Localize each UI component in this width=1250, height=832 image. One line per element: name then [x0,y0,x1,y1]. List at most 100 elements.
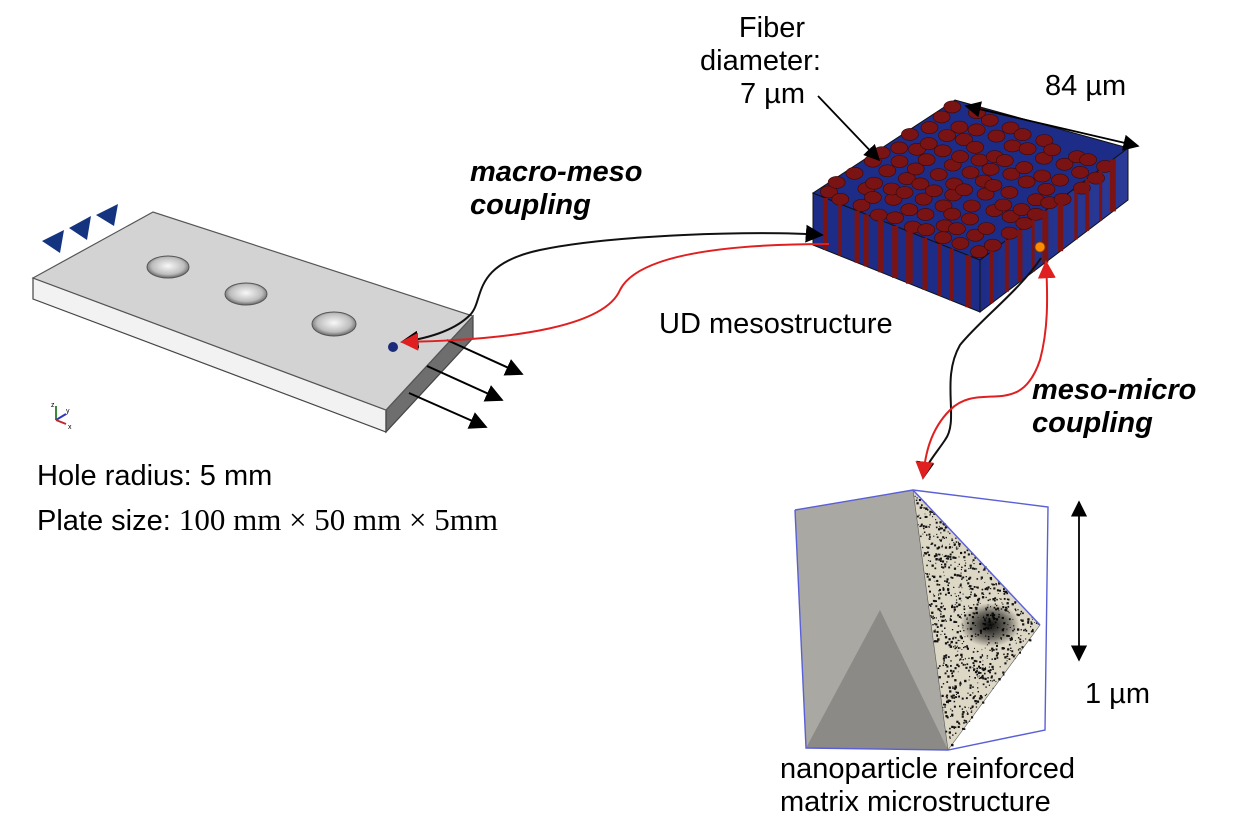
nanoparticle [963,556,966,559]
fiber-cross-section [1051,173,1069,187]
nanoparticle [935,617,937,619]
nanoparticle [979,656,982,659]
nanoparticle [969,694,972,696]
nanoparticle [927,560,929,562]
fiber-cross-section [966,141,984,154]
nanoparticle [969,676,971,678]
nanoparticle [1022,612,1024,614]
nanoparticle [953,573,957,576]
nanoparticle [938,558,941,561]
axis-triad-icon: z y x [51,402,72,431]
fiber-cross-section [929,168,948,181]
nanoparticle [969,576,972,579]
nanoparticle [953,636,955,638]
nanoparticle [946,694,949,697]
support-triangle-icon [96,204,118,226]
fiber-cross-section [967,123,986,137]
nanoparticle [979,695,982,698]
nanoparticle [935,640,938,642]
nanoparticle [958,615,961,618]
nanoparticle [982,569,984,571]
nanoparticle [941,538,943,540]
fiber-cross-section [1017,175,1036,189]
nanoparticle [939,592,942,595]
nanoparticle [959,640,961,642]
nanoparticle [994,672,997,675]
nanoparticle [942,605,944,607]
nanoparticle [938,593,939,595]
nanoparticle [955,595,957,597]
nanoparticle [943,529,946,532]
nanoparticle [995,654,998,657]
fiber-cross-section [933,144,952,158]
nanoparticle [959,681,961,683]
nanoparticle [958,543,961,546]
nanoparticle [954,608,956,611]
nanoparticle [972,567,974,570]
nanoparticle [934,556,936,558]
nanoparticle [955,655,957,657]
macro-meso-line2: coupling [470,189,591,221]
nanoparticle [942,566,945,569]
fiber-cross-section [886,211,904,225]
nanoparticle [968,596,971,598]
nanoparticle [939,560,942,562]
nanoparticle [1030,622,1033,625]
nanoparticle [919,525,921,528]
nanoparticle [987,669,990,673]
nanoparticle [964,658,966,660]
nanoparticle [978,697,982,700]
nanoparticle [945,580,948,583]
nanoparticle [942,664,944,667]
nanoparticle [957,647,960,649]
nanoparticle [947,588,950,591]
nanoparticle [938,546,941,549]
nanoparticle [969,564,972,567]
nanoparticle [930,543,932,545]
nanoparticle [1007,648,1010,651]
nanoparticle [1024,628,1027,631]
nanoparticle [1035,622,1038,624]
nanoparticle [1029,639,1032,642]
nanoparticle [953,700,956,703]
nanoparticle [926,573,929,575]
nanoparticle [949,555,952,558]
nanoparticle [954,667,957,670]
nanoparticle [917,524,919,526]
nanoparticle [955,646,958,649]
nanoparticle [945,654,948,657]
nanoparticle [976,673,979,676]
nanoparticle [932,624,934,626]
nanoparticle [931,564,934,567]
nanoparticle [1003,653,1005,656]
nanoparticle [964,646,966,648]
nanoparticle [972,697,975,700]
nanoparticle [959,685,961,687]
nanoparticle [971,657,974,660]
nanoparticle [982,677,985,680]
nanoparticle [972,561,973,563]
nanoparticle [963,612,965,614]
nanoparticle [951,713,954,716]
nanoparticle [928,573,930,575]
nanoparticle [1034,622,1035,623]
nanoparticle [959,574,962,577]
nanoparticle [960,597,962,600]
nanoparticle [951,539,954,542]
nanoparticle [941,544,943,546]
nanoparticle [914,495,916,497]
nanoparticle [934,580,936,582]
nanoparticle [956,654,959,656]
nanoparticle [968,707,970,709]
nanoparticle [931,542,934,545]
nanoparticle [1014,640,1016,641]
nanoparticle [942,523,945,525]
nanoparticle [951,696,954,699]
nanoparticle [957,605,959,607]
nanoparticle [960,617,962,619]
nanoparticle [939,539,940,541]
nanoparticle [955,601,958,604]
nanoparticle [982,664,984,666]
nanoparticle [948,547,951,549]
axis-x-label: x [68,424,72,431]
